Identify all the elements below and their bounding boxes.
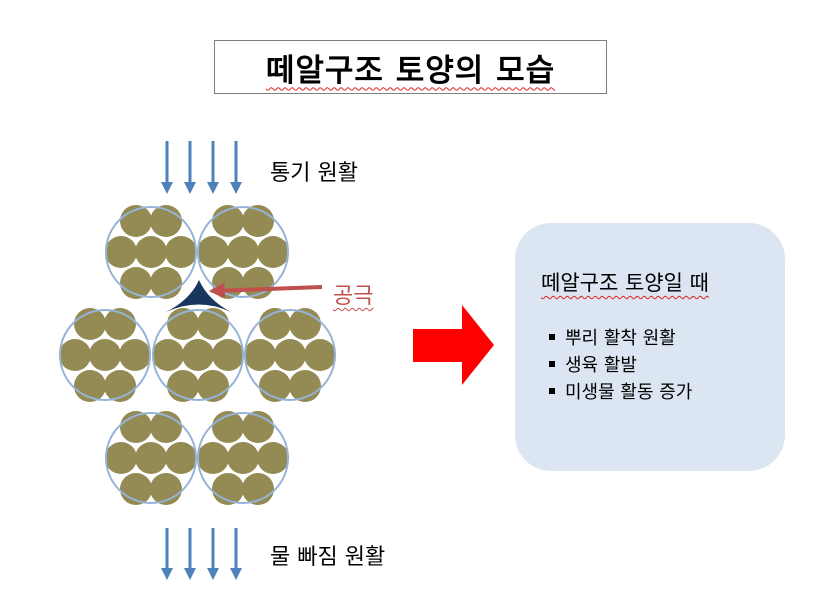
soil-particle	[135, 236, 167, 268]
info-list-item: 생육 활발	[541, 350, 761, 377]
info-list-item-label: 미생물 활동 증가	[565, 381, 693, 403]
info-heading: 떼알구조 토양일 때	[541, 271, 709, 295]
pore-pointer-arrow	[208, 282, 323, 299]
aggregate-outline	[105, 206, 197, 298]
soil-particle	[105, 236, 137, 268]
soil-aggregate	[59, 308, 151, 402]
soil-particle	[304, 339, 336, 371]
square-bullet-icon	[549, 333, 555, 340]
aggregate-outline	[197, 412, 289, 504]
soil-aggregate	[197, 411, 289, 505]
info-list-item-label: 생육 활발	[565, 354, 637, 376]
pore-marker-icon	[166, 280, 231, 312]
soil-particle	[182, 339, 214, 371]
info-list-item: 미생물 활동 증가	[541, 377, 761, 404]
soil-particle	[212, 339, 244, 371]
pore-label: 공극	[333, 284, 374, 309]
soil-particle	[165, 442, 197, 474]
aggregate-outline	[244, 309, 336, 401]
soil-aggregate	[152, 308, 244, 402]
soil-aggregate	[105, 411, 197, 505]
soil-particle	[227, 442, 259, 474]
drainage-label: 물 빠짐 원활	[270, 545, 386, 570]
info-box: 떼알구조 토양일 때 뿌리 활착 원활 생육 활발 미생물 활동 증가	[515, 223, 785, 471]
soil-aggregate	[197, 205, 289, 299]
drainage-arrows	[161, 528, 242, 580]
soil-particle	[244, 339, 276, 371]
airflow-label: 통기 원활	[270, 161, 358, 186]
airflow-arrows	[161, 141, 242, 194]
right-arrow-icon	[413, 305, 494, 385]
aggregate-outline	[152, 309, 244, 401]
square-bullet-icon	[549, 387, 555, 394]
info-list-item: 뿌리 활착 원활	[541, 323, 761, 350]
info-list: 뿌리 활착 원활 생육 활발 미생물 활동 증가	[541, 323, 761, 404]
soil-particle	[274, 339, 306, 371]
soil-particle	[197, 442, 229, 474]
soil-particle	[105, 442, 137, 474]
info-list-item-label: 뿌리 활착 원활	[565, 327, 676, 349]
aggregate-group	[59, 205, 336, 505]
square-bullet-icon	[549, 360, 555, 367]
soil-particle	[152, 339, 184, 371]
soil-particle	[257, 442, 289, 474]
soil-aggregate	[105, 205, 197, 299]
soil-particle	[119, 339, 151, 371]
aggregate-outline	[105, 412, 197, 504]
title-box: 떼알구조 토양의 모습	[214, 40, 607, 94]
page-title: 떼알구조 토양의 모습	[265, 52, 556, 89]
soil-particle	[257, 236, 289, 268]
aggregate-outline	[197, 206, 289, 298]
soil-aggregate	[244, 308, 336, 402]
soil-particle	[59, 339, 91, 371]
soil-particle	[197, 236, 229, 268]
soil-particle	[89, 339, 121, 371]
soil-particle	[227, 236, 259, 268]
soil-particle	[165, 236, 197, 268]
aggregate-outline	[59, 309, 151, 401]
soil-particle	[135, 442, 167, 474]
